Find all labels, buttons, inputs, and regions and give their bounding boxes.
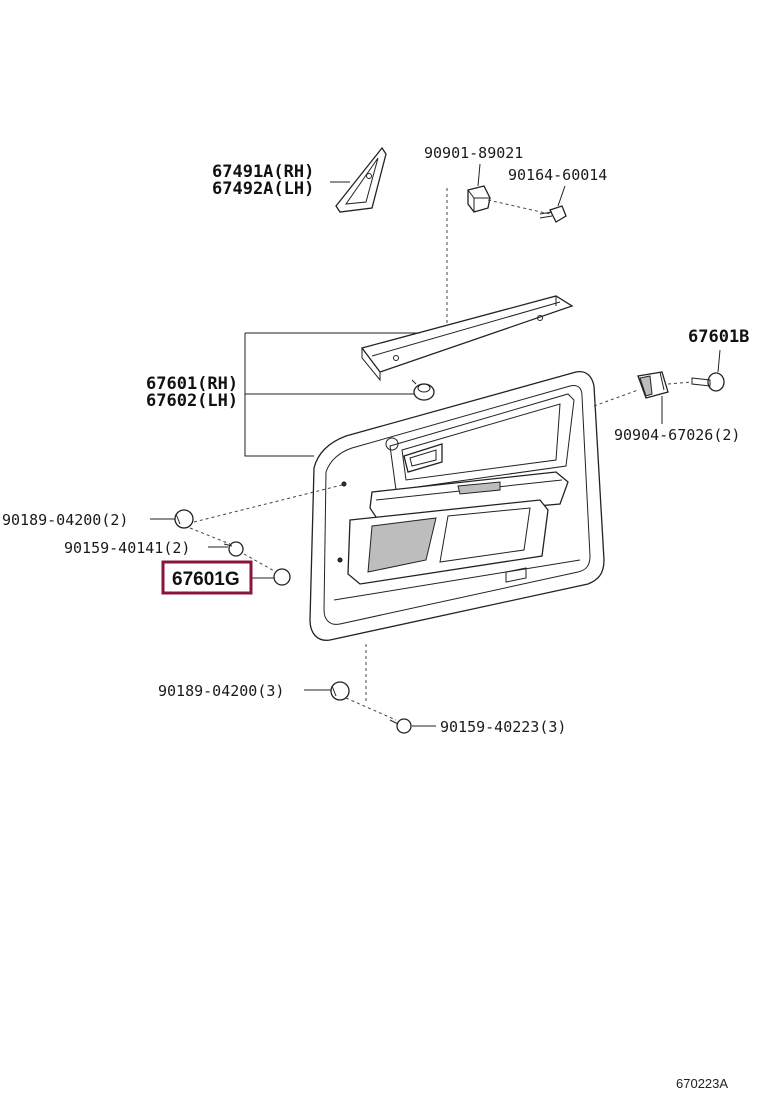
label-90164: 90164-60014 xyxy=(508,166,607,184)
label-90901: 90901-89021 xyxy=(424,144,523,162)
label-67601g: 67601G xyxy=(172,569,240,590)
dash-90159a xyxy=(189,527,231,545)
screw-90159-upper xyxy=(223,541,244,557)
bracket-left xyxy=(244,333,314,457)
grommet-upper xyxy=(411,379,435,401)
leader-90164 xyxy=(557,185,566,207)
label-90159a: 90159-40141(2) xyxy=(64,539,190,557)
dash-67601g xyxy=(243,553,277,573)
dash-90189b xyxy=(345,697,397,721)
label-67602: 67602(LH) xyxy=(146,391,238,411)
screw-67601b xyxy=(691,372,725,392)
screw-90164 xyxy=(539,205,567,223)
clip-90901 xyxy=(467,185,491,213)
label-67601: 67601(RH) xyxy=(146,374,238,394)
leader-90901 xyxy=(477,163,481,187)
plug-67601g xyxy=(273,568,291,586)
clip-90189-upper xyxy=(174,509,194,529)
dash-panel-clip xyxy=(593,389,639,407)
label-90189a: 90189-04200(2) xyxy=(2,511,128,529)
weatherstrip-rail xyxy=(360,295,574,382)
screw-90159-lower xyxy=(389,718,412,734)
diagram-code: 670223A xyxy=(676,1076,728,1091)
leader-67601b xyxy=(717,349,721,373)
label-67601b: 67601B xyxy=(688,327,749,347)
label-90189b: 90189-04200(3) xyxy=(158,682,284,700)
door-trim-panel xyxy=(309,370,605,641)
dash-90189a xyxy=(193,483,347,523)
label-67491a: 67491A(RH) xyxy=(212,162,314,182)
dash-clip-67601b xyxy=(667,381,693,385)
label-67492a: 67492A(LH) xyxy=(212,179,314,199)
highlight-box xyxy=(161,560,253,595)
clip-90904 xyxy=(637,371,669,399)
label-90904: 90904-67026(2) xyxy=(614,426,740,444)
clip-90189-lower xyxy=(330,681,350,701)
corner-trim-piece xyxy=(335,146,387,213)
label-90159b: 90159-40223(3) xyxy=(440,718,566,736)
dash-clip-screw xyxy=(487,199,551,215)
